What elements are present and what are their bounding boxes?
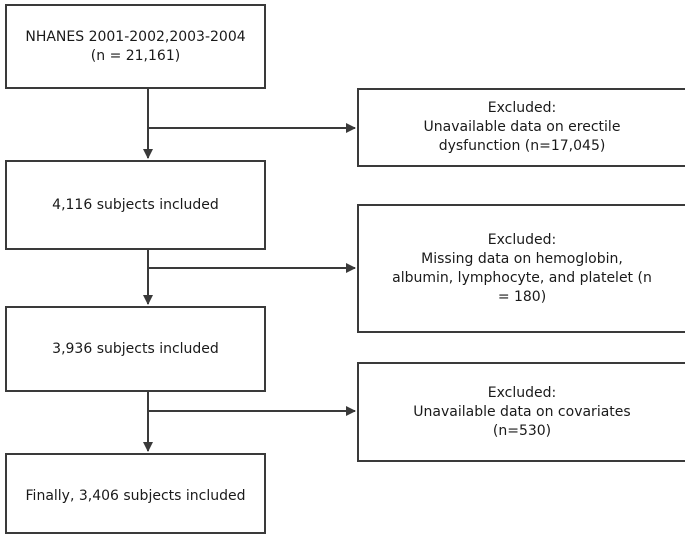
- exclusion-2-line1: Missing data on hemoglobin,: [421, 250, 623, 267]
- exclusion-1-title: Excluded:: [487, 100, 557, 116]
- step3-text: 3,936 subjects included: [52, 340, 219, 357]
- final-text: Finally, 3,406 subjects included: [25, 488, 246, 504]
- exclusion-box-1: Excluded: Unavailable data on erectile d…: [357, 88, 685, 167]
- exclusion-2-line3: = 180): [497, 288, 547, 305]
- exclusion-3-title: Excluded:: [487, 384, 557, 401]
- exclusion-box-2: Excluded: Missing data on hemoglobin, al…: [357, 204, 685, 333]
- start-title: NHANES 2001-2002,2003-2004: [25, 28, 246, 45]
- start-box: NHANES 2001-2002,2003-2004 (n = 21,161): [5, 4, 266, 89]
- start-count: (n = 21,161): [90, 47, 181, 64]
- step2-box: 4,116 subjects included: [5, 160, 266, 250]
- exclusion-2-line2: albumin, lymphocyte, and platelet (n: [392, 269, 652, 286]
- step3-box: 3,936 subjects included: [5, 306, 266, 392]
- exclusion-3-line2: (n=530): [492, 422, 552, 439]
- exclusion-1-line2: dysfunction (n=17,045): [438, 138, 606, 154]
- exclusion-1-line1: Unavailable data on erectile: [423, 119, 621, 135]
- step2-text: 4,116 subjects included: [52, 196, 219, 213]
- exclusion-box-3: Excluded: Unavailable data on covariates…: [357, 362, 685, 462]
- final-box: Finally, 3,406 subjects included: [5, 453, 266, 534]
- exclusion-3-line1: Unavailable data on covariates: [413, 403, 631, 420]
- exclusion-2-title: Excluded:: [487, 231, 557, 248]
